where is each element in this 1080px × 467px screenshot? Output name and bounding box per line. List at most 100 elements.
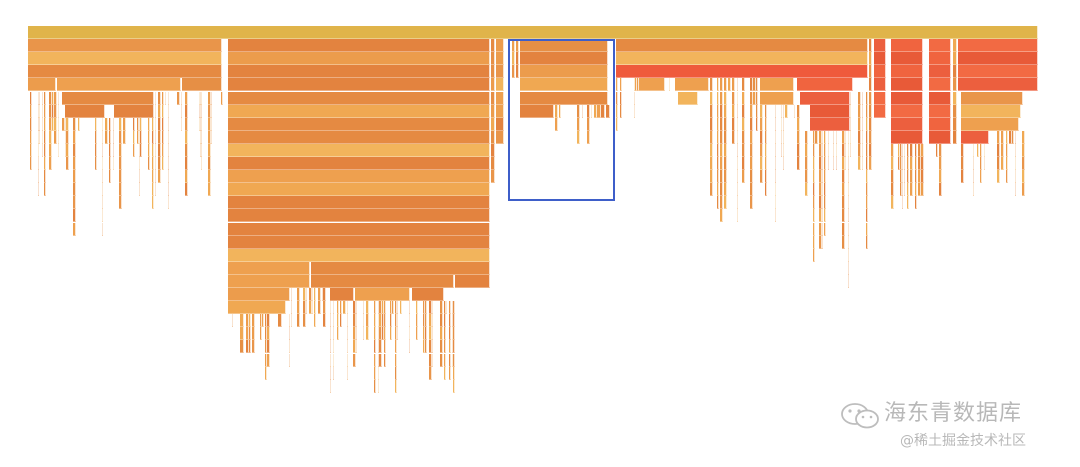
flame-frame-tail[interactable]: [379, 301, 382, 315]
flame-frame-tail[interactable]: [297, 301, 300, 315]
flame-frame-tail[interactable]: [168, 143, 169, 157]
flame-frame-tail[interactable]: [449, 353, 451, 367]
flame-frame-tail[interactable]: [874, 52, 886, 66]
flame-frame-tail[interactable]: [760, 170, 763, 184]
flame-frame-tail[interactable]: [425, 301, 427, 315]
flame-frame-mod[interactable]: [412, 288, 444, 302]
flame-frame-tail[interactable]: [158, 157, 161, 171]
flame-frame-tail[interactable]: [813, 143, 815, 157]
flame-frame-tail[interactable]: [828, 130, 829, 144]
flame-frame-tail[interactable]: [397, 301, 398, 315]
flame-frame-tail[interactable]: [587, 130, 590, 144]
flame-frame-tail[interactable]: [862, 130, 863, 144]
flame-frame-tail[interactable]: [750, 157, 753, 171]
flame-frame-tail[interactable]: [842, 222, 845, 236]
flame-frame-tail[interactable]: [185, 143, 188, 157]
flame-frame-tail[interactable]: [65, 130, 66, 144]
flame-frame-runtime[interactable]: [520, 52, 608, 66]
flame-frame-tail[interactable]: [753, 78, 756, 92]
flame-frame-tail[interactable]: [265, 340, 267, 354]
flame-frame-tail[interactable]: [289, 327, 290, 341]
flame-frame-tail[interactable]: [866, 143, 868, 157]
flame-frame-tail[interactable]: [366, 314, 369, 328]
flame-frame-tail[interactable]: [200, 104, 201, 118]
flame-frame-http[interactable]: [228, 117, 490, 131]
flame-frame-tail[interactable]: [162, 104, 164, 118]
flame-frame-tail[interactable]: [491, 130, 495, 144]
flame-frame-tail[interactable]: [813, 170, 815, 184]
flame-frame-tail[interactable]: [891, 196, 894, 210]
flame-frame-tail[interactable]: [720, 104, 723, 118]
flame-frame-validate[interactable]: [57, 78, 181, 92]
flame-frame-tail[interactable]: [384, 327, 386, 341]
flame-frame-tail[interactable]: [1001, 130, 1004, 144]
flame-frame-tail[interactable]: [113, 157, 114, 171]
flame-frame-tail[interactable]: [710, 78, 713, 92]
flame-frame-tail[interactable]: [866, 183, 868, 197]
flame-frame-tail[interactable]: [162, 143, 164, 157]
flame-frame-tail[interactable]: [440, 327, 443, 341]
flame-frame-tail[interactable]: [842, 157, 845, 171]
flame-frame-tail[interactable]: [152, 157, 154, 171]
flame-frame-tail[interactable]: [425, 340, 427, 354]
flame-frame-tail[interactable]: [904, 143, 905, 157]
flame-frame-tail[interactable]: [208, 170, 211, 184]
flame-frame-tail[interactable]: [555, 104, 558, 118]
flame-frame-tail[interactable]: [444, 366, 446, 380]
flame-frame-http[interactable]: [228, 65, 490, 79]
flame-frame-tail[interactable]: [710, 130, 713, 144]
flame-frame-tail[interactable]: [724, 157, 727, 171]
flame-frame-tail[interactable]: [137, 117, 139, 131]
flame-frame-tail[interactable]: [756, 78, 758, 92]
flame-frame-tail[interactable]: [936, 143, 938, 157]
flame-frame-tail[interactable]: [109, 157, 111, 171]
flame-frame-tail[interactable]: [42, 130, 43, 144]
flame-frame-tail[interactable]: [140, 143, 142, 157]
flame-frame-tail[interactable]: [139, 157, 140, 171]
flame-frame-tail[interactable]: [52, 91, 54, 105]
flame-frame-tail[interactable]: [616, 78, 618, 92]
flame-frame-tail[interactable]: [221, 91, 223, 105]
flame-frame-tail[interactable]: [158, 130, 161, 144]
flame-frame-tail[interactable]: [297, 314, 300, 328]
flame-frame-tail[interactable]: [155, 117, 156, 131]
flame-frame-tail[interactable]: [915, 196, 917, 210]
flame-frame-tail[interactable]: [123, 130, 126, 144]
flame-frame-tail[interactable]: [353, 353, 356, 367]
flame-frame-tail[interactable]: [291, 288, 292, 302]
flame-frame-tsm[interactable]: [891, 52, 923, 66]
flame-frame-bytes[interactable]: [228, 261, 310, 275]
flame-frame-tail[interactable]: [819, 130, 822, 144]
flame-frame-tail[interactable]: [246, 327, 249, 341]
flame-frame-tail[interactable]: [379, 353, 382, 367]
flame-frame-tail[interactable]: [824, 196, 826, 210]
flame-frame-tail[interactable]: [869, 65, 872, 79]
flame-frame-tail[interactable]: [737, 91, 738, 105]
flame-frame-tail[interactable]: [133, 130, 135, 144]
flame-frame-tail[interactable]: [249, 327, 251, 341]
flame-frame-tsdb[interactable]: [182, 78, 222, 92]
flame-frame-tail[interactable]: [168, 183, 169, 197]
flame-frame-tail[interactable]: [794, 104, 795, 118]
flame-frame-tail[interactable]: [390, 301, 392, 315]
flame-frame-tail[interactable]: [737, 78, 738, 92]
flame-frame-tail[interactable]: [891, 170, 894, 184]
flame-frame-tail[interactable]: [416, 327, 418, 341]
flame-frame-tail[interactable]: [246, 340, 249, 354]
flame-frame-tail[interactable]: [333, 353, 334, 367]
flame-frame-tail[interactable]: [910, 157, 913, 171]
flame-frame-http[interactable]: [228, 52, 490, 66]
flame-frame-tail[interactable]: [732, 78, 735, 92]
flame-frame-tail[interactable]: [374, 301, 376, 315]
flame-frame-tail[interactable]: [953, 78, 957, 92]
flame-frame-tail[interactable]: [765, 157, 767, 171]
flame-frame-tail[interactable]: [155, 104, 156, 118]
flame-frame-tail[interactable]: [1006, 130, 1008, 144]
flame-frame-tail[interactable]: [353, 314, 356, 328]
flame-frame-tail[interactable]: [717, 196, 719, 210]
flame-frame-tail[interactable]: [496, 117, 504, 131]
flame-frame-tail[interactable]: [907, 196, 909, 210]
flame-frame-bgwrite[interactable]: [616, 39, 868, 53]
flame-frame-tail[interactable]: [516, 52, 519, 66]
flame-frame-tail[interactable]: [211, 91, 212, 105]
